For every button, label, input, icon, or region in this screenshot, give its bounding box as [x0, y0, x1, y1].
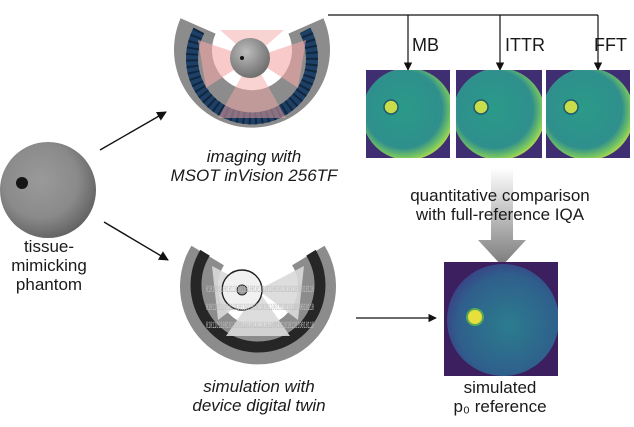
recon-image-fft	[542, 68, 634, 160]
method-label-mb: MB	[412, 35, 448, 55]
reference-image	[444, 262, 559, 376]
recon-image-mb	[362, 68, 454, 160]
simulation-label-line-2: device digital twin	[152, 396, 366, 415]
recon-image-ittr	[453, 68, 545, 160]
imaging-label: imaging with MSOT inVision 256TF	[144, 147, 364, 185]
phantom-label: tissue- mimicking phantom	[0, 237, 98, 294]
phantom-label-line-3: phantom	[0, 275, 98, 294]
digital-twin-illustration: 0101101100101101011010010110101100101101…	[180, 246, 336, 365]
arrow-to-simulation	[104, 222, 168, 260]
arrow-to-imaging	[100, 112, 166, 150]
imaging-label-line-2: MSOT inVision 256TF	[144, 166, 364, 185]
msot-device-illustration	[174, 18, 330, 127]
comparison-label-line-1: quantitative comparison	[380, 186, 620, 205]
comparison-label-line-2: with full-reference IQA	[380, 205, 620, 224]
binary-text-1: 0101101100101101011010010110101100101101…	[206, 285, 314, 296]
phantom-label-line-2: mimicking	[0, 256, 98, 275]
reference-label: simulated p₀ reference	[430, 378, 570, 416]
comparison-label: quantitative comparison with full-refere…	[380, 186, 620, 224]
imaging-label-line-1: imaging with	[144, 147, 364, 166]
reference-label-line-2: p₀ reference	[430, 397, 570, 416]
method-label-fft: FFT	[594, 35, 634, 55]
method-label-ittr: ITTR	[505, 35, 561, 55]
binary-text-3: 0101101100101101011010010110101100101101…	[206, 321, 314, 332]
phantom-label-line-1: tissue-	[0, 237, 98, 256]
phantom-image	[0, 142, 96, 238]
simulation-label: simulation with device digital twin	[152, 377, 366, 415]
simulation-label-line-1: simulation with	[152, 377, 366, 396]
binary-text-2: 0101101100101101011010010110101100101101…	[206, 303, 314, 314]
reference-label-line-1: simulated	[430, 378, 570, 397]
